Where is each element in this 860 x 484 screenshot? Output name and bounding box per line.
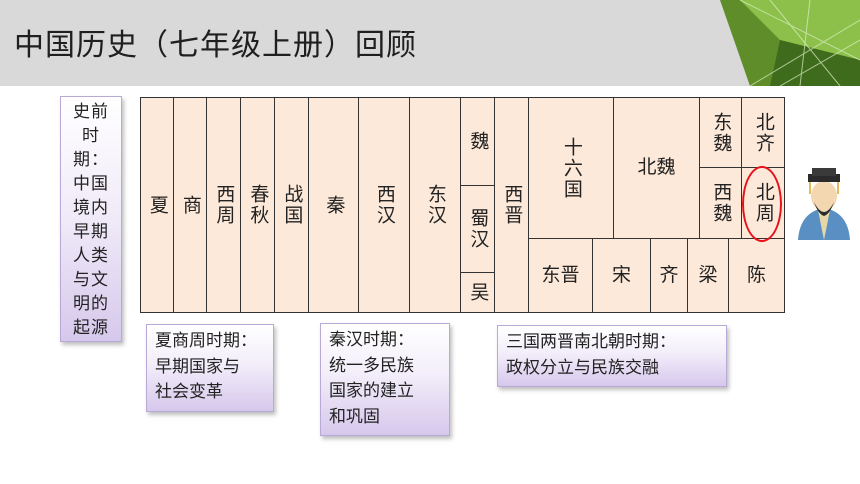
dynasty-spring-autumn: 春秋 <box>240 97 275 313</box>
page-title: 中国历史（七年级上册）回顾 <box>14 28 417 63</box>
dynasty-shang: 商 <box>173 97 207 313</box>
dynasty-warring-states: 战国 <box>274 97 309 313</box>
note-three-kingdoms-to-southern-northern: 三国两晋南北朝时期： 政权分立与民族交融 <box>497 325 727 387</box>
dynasty-eastern-wei: 东魏 <box>699 97 742 168</box>
dynasty-qi: 齐 <box>650 238 688 313</box>
dynasty-western-jin: 西晋 <box>494 97 529 313</box>
dynasty-shu-han: 蜀汉 <box>460 185 495 273</box>
dynasty-northern-wei: 北魏 <box>613 97 700 239</box>
header-bar: 中国历史（七年级上册）回顾 <box>0 0 860 86</box>
dynasty-qin: 秦 <box>308 97 359 313</box>
highlight-circle <box>742 166 782 242</box>
dynasty-sixteen-kingdoms: 十六国 <box>528 97 614 239</box>
note-qin-han: 秦汉时期： 统一多民族 国家的建立 和巩固 <box>320 323 450 436</box>
dynasty-wu: 吴 <box>460 272 495 313</box>
note-xia-shang-zhou: 夏商周时期： 早期国家与 社会变革 <box>146 324 274 412</box>
dynasty-western-han: 西汉 <box>358 97 410 313</box>
dynasty-western-wei: 西魏 <box>699 167 742 239</box>
dynasty-xia: 夏 <box>140 97 174 313</box>
decorative-leaf-icon <box>720 0 860 86</box>
dynasty-eastern-jin: 东晋 <box>528 238 593 313</box>
prehistory-box: 史前时期：中国境内早期人类与文明的起源 <box>60 96 122 342</box>
dynasty-liang: 梁 <box>687 238 729 313</box>
dynasty-eastern-han: 东汉 <box>409 97 461 313</box>
dynasty-northern-qi: 北齐 <box>741 97 785 168</box>
dynasty-song: 宋 <box>592 238 651 313</box>
emperor-portrait-icon <box>792 164 856 240</box>
dynasty-western-zhou: 西周 <box>206 97 241 313</box>
dynasty-wei: 魏 <box>460 97 495 186</box>
dynasty-chen: 陈 <box>728 238 785 313</box>
